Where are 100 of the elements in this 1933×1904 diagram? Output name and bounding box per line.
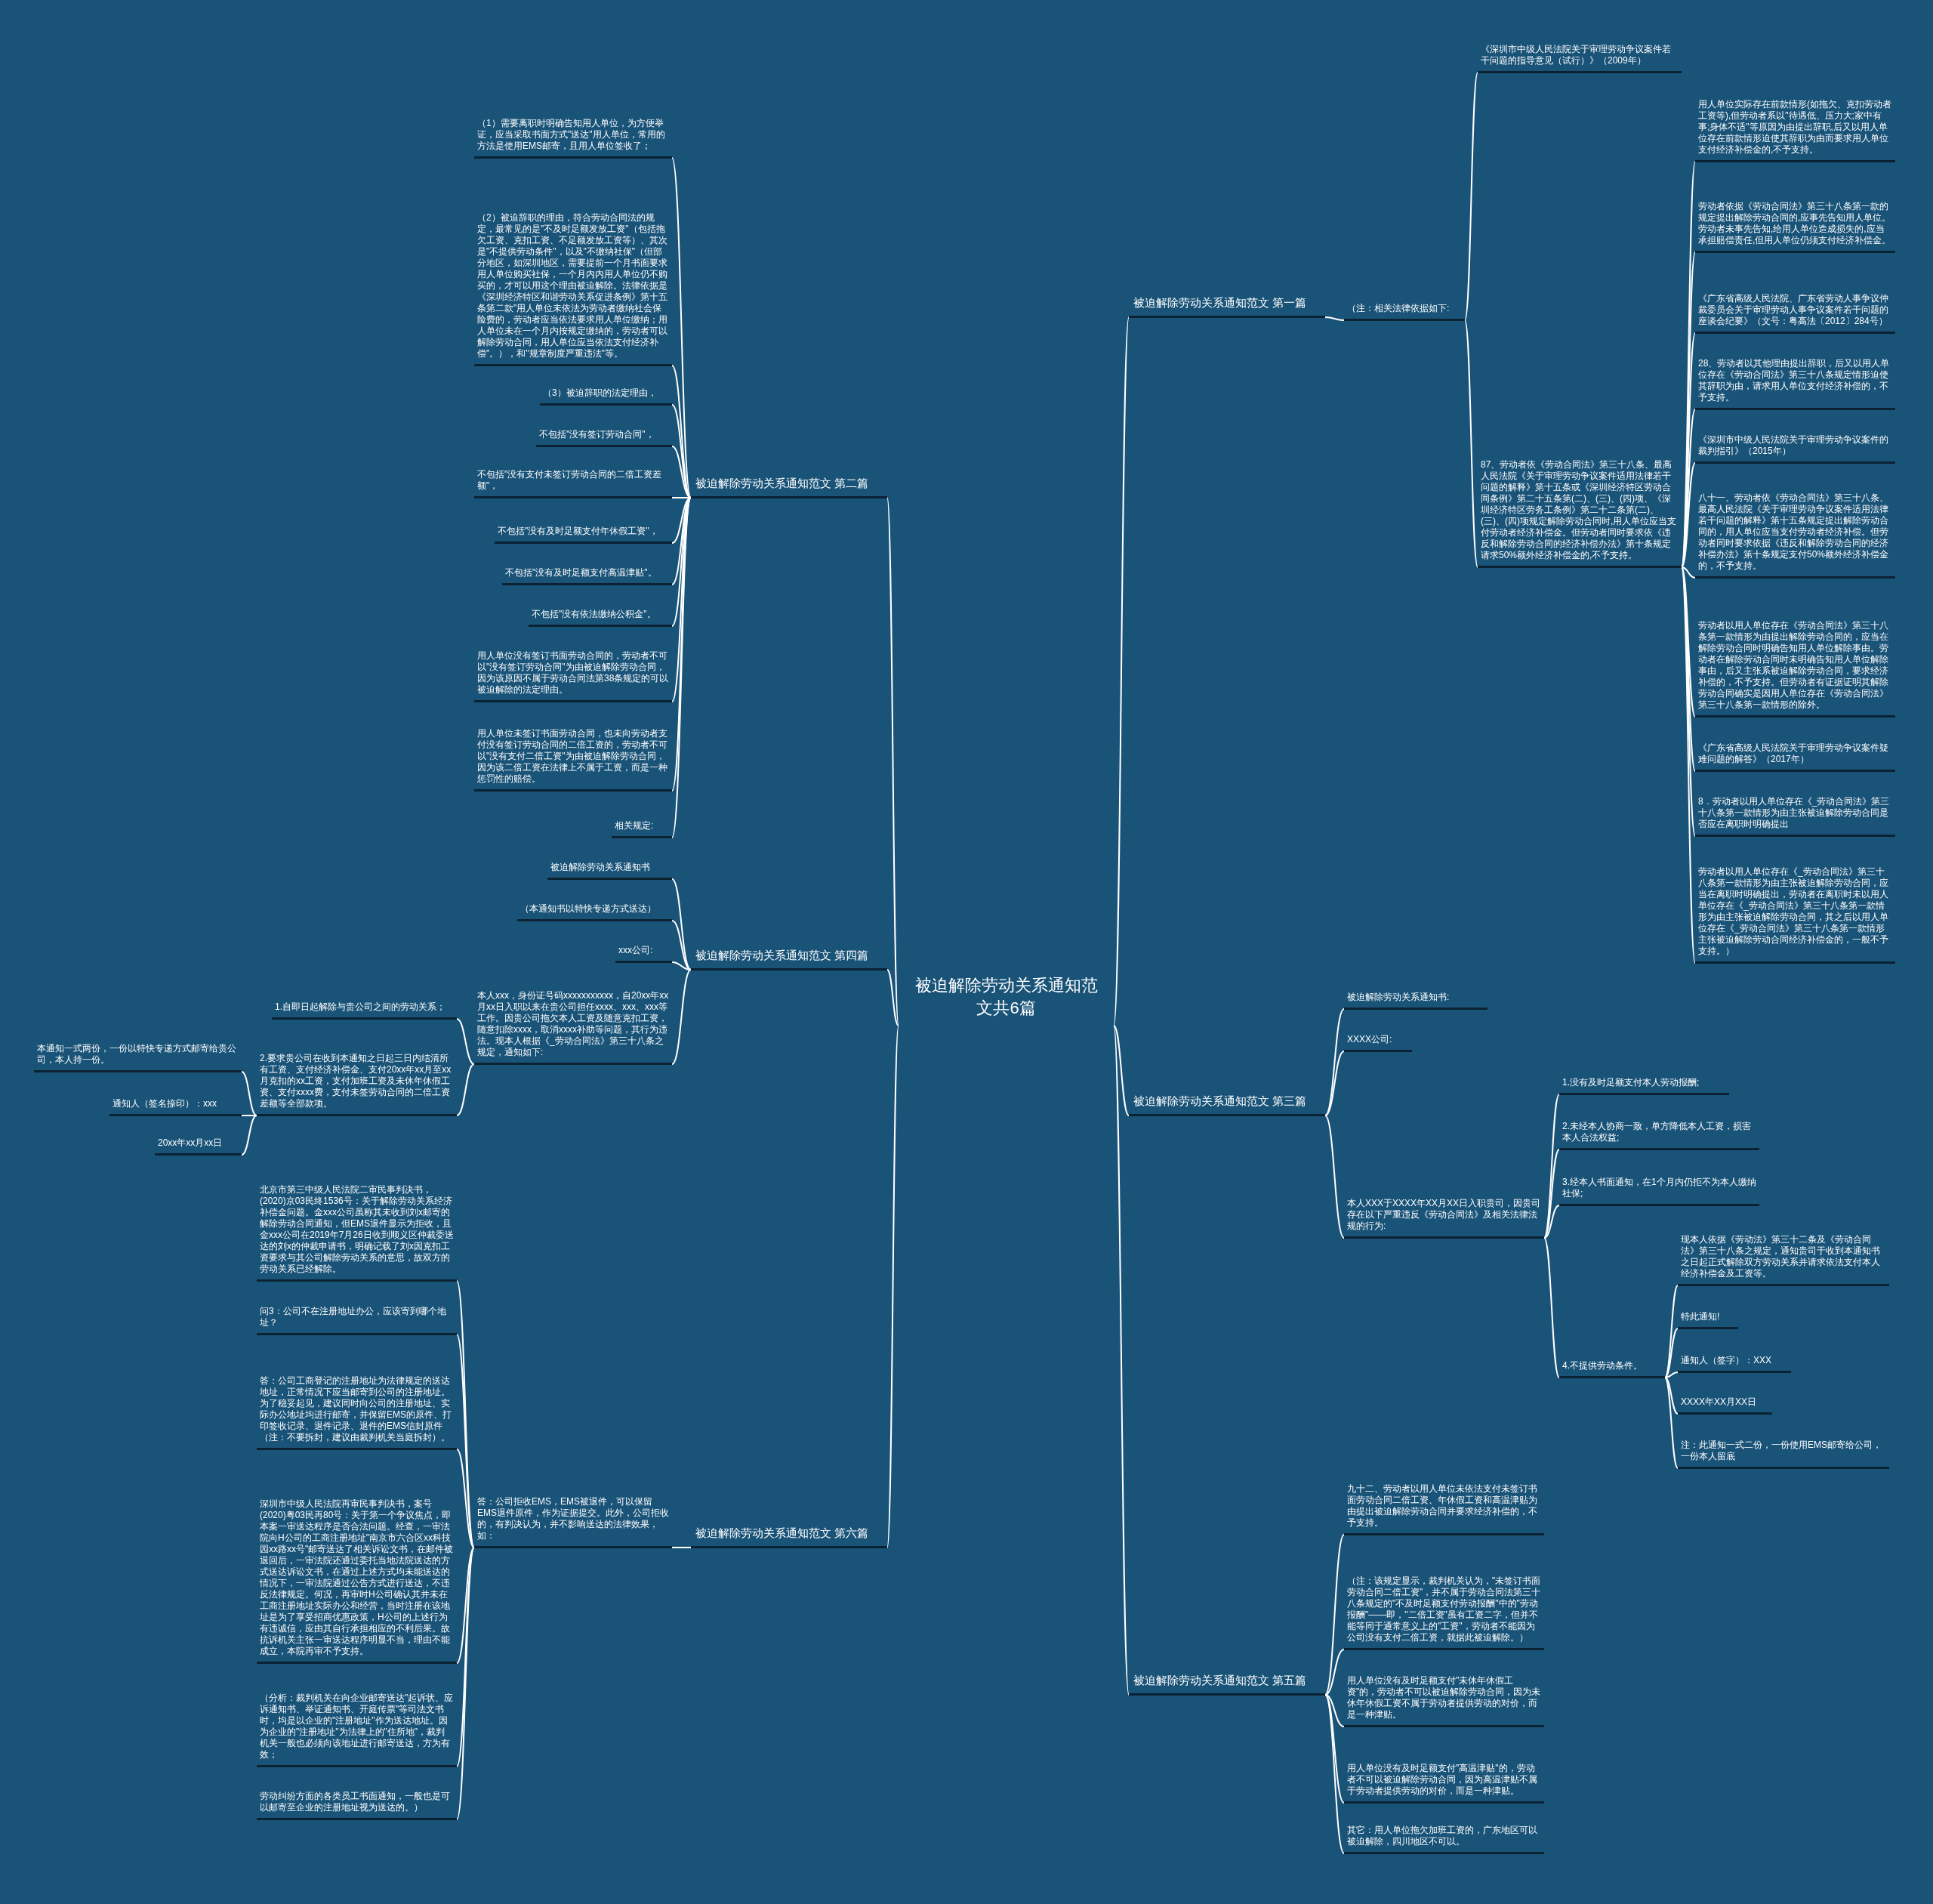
connector-line (241, 1071, 257, 1116)
note-text: 2.未经本人协商一致，单方降低本人工资，损害本人合法权益; (1559, 1119, 1759, 1150)
connector-line (456, 1547, 475, 1664)
note-text: 八十一、劳动者依《劳动合同法》第三十八条、最高人民法院《关于审理劳动争议案件适用法律若干问题的解释》第十五条规定提出解除劳动合同的，用人单位应当支付劳动者经济补偿。但劳动者同时要求依据《违反和解除劳动合同的经济补偿办法》第十条规定支付50%额外经济补偿金的，不予支持。 (1695, 490, 1895, 579)
branch-topic: 被迫解除劳动关系通知范文 第五篇 (1129, 1670, 1325, 1696)
note-text: 深圳市中级人民法院再审民事判决书，案号(2020)粤03民再80号：关于第一个争议焦点，即本案一审送达程序是否合法问题。经查，一审法院向H公司的工商注册地址"南京市六合区xx科技园xx路xx号"邮寄送达了相关诉讼文书，在邮件被退回后，一审法院还通过委托当地法院送达的方式送达诉讼文书，在通过上述方式均未能送达的情况下，一审法院通过公告方式进行送达，不违反法律规定。何况，再审时H公司确认其并未在工商注册地址实际办公和经营，当时注册在该地址是为了享受招商优惠政策，H公司的上述行为有违诚信，应由其自行承担相应的不利后果。故抗诉机关主张一审送达程序明显不当，理由不能成立，本院再审不予支持。 (257, 1496, 457, 1664)
connector-line (671, 1547, 692, 1548)
connector-line (241, 1115, 257, 1156)
note-text: xxx公司: (615, 943, 672, 963)
connector-line (1324, 1649, 1345, 1696)
connector-line (456, 1449, 475, 1548)
note-text: 《广东省高级人民法院关于审理劳动争议案件疑难问题的解答》（2017年） (1695, 740, 1895, 772)
note-text: 2.要求贵公司在收到本通知之日起三日内结清所有工资、支付经济补偿金、支付20xx年xx月至xx月克扣的xx工资，支付加班工资及未休年休假工资、支付xxxx费，支付未签劳动合同的二倍工资差额等全部款项。 (257, 1051, 457, 1116)
connector-line (1324, 1051, 1345, 1116)
note-text: 28、劳动者以其他理由提出辞职，后又以用人单位存在《劳动合同法》第三十八条规定情形迫使其辞职为由，请求用人单位支付经济补偿的，不予支持。 (1695, 356, 1895, 410)
connector-line (886, 1025, 899, 1548)
note-text: 《深圳市中级人民法院关于审理劳动争议案件若干问题的指导意见（试行）》（2009年） (1478, 42, 1682, 73)
note-text: 用人单位未签订书面劳动合同，也未向劳动者支付没有签订劳动合同的二倍工资的，劳动者不可以"没有支付二倍工资"为由被迫解除劳动合同，因为该二倍工资在法律上不属于工资，而是一种惩罚性的赔偿。 (474, 726, 672, 792)
note-text: 1.自即日起解除与贵公司之间的劳动关系； (272, 999, 457, 1020)
note-text: 用人单位没有签订书面劳动合同的，劳动者不可以"没有签订劳动合同"为由被迫解除劳动合同，因为该原因不属于劳动合同法第38条规定的可以被迫解除的法定理由。 (474, 648, 672, 702)
note-text: 不包括"没有及时足额支付年休假工资"， (495, 523, 672, 544)
note-text: 通知人（签名捺印）：xxx (109, 1096, 242, 1116)
connector-line (1681, 566, 1696, 579)
note-text: 3.经本人书面通知，在1个月内仍拒不为本人缴纳社保; (1559, 1174, 1759, 1206)
connector-line (456, 1334, 475, 1548)
connector-line (1681, 566, 1696, 964)
connector-line (671, 961, 692, 971)
connector-line (241, 1115, 257, 1116)
branch-topic: 被迫解除劳动关系通知范文 第一篇 (1129, 292, 1325, 318)
note-text: 4.不提供劳动条件。 (1559, 1358, 1665, 1378)
note-text: （注：该规定显示，裁判机关认为，"未签订书面劳动合同二倍工资"，并不属于劳动合同法第三十八条规定的"不及时足额支付劳动报酬"中的"劳动报酬"——即，"二倍工资"虽有工资二字，但并不能等同于通常意义上的"工资"，劳动者不能因为公司没有支付二倍工资，就据此被迫解除。） (1344, 1573, 1544, 1650)
note-text: 答：公司拒收EMS，EMS被退件，可以保留EMS退件原件，作为证据提交。此外，公司拒收的，有判决认为，并不影响送达的法律效果，如： (474, 1494, 672, 1548)
connector-line (671, 878, 692, 971)
note-text: 20xx年xx月xx日 (155, 1135, 242, 1156)
connector-line (671, 497, 692, 702)
note-text: 相关规定: (612, 818, 672, 838)
note-text: 九十二、劳动者以用人单位未依法支付未签订书面劳动合同二倍工资、年休假工资和高温津贴为由提出被迫解除劳动合同并要求经济补偿的，不予支持。 (1344, 1481, 1544, 1535)
connector-line (1464, 72, 1478, 321)
connector-line (1664, 1328, 1679, 1378)
note-text: 《广东省高级人民法院、广东省劳动人事争议仲裁委员会关于审理劳动人事争议案件若干问题的座谈会纪要》（文号：粤高法〔2012〕284号） (1695, 291, 1895, 334)
connector-line (456, 1547, 475, 1767)
note-text: 北京市第三中级人民法院二审民事判决书，(2020)京03民终1536号：关于解除劳动关系经济补偿金问题。金xxx公司虽称其未收到刘x邮寄的解除劳动合同通知，但EMS退件显示为拒收，且金xxx公司在2019年7月26日收到顺义区仲裁委送达的刘x的仲裁申请书，明确记载了刘x因克扣工资要求与其公司解除劳动关系的意思，故双方的劳动关系已经解除。 (257, 1182, 457, 1282)
connector-line (456, 1018, 475, 1065)
connector-line (1681, 409, 1696, 568)
connector-line (671, 920, 692, 971)
note-text: 问3：公司不在注册地址办公，应该寄到哪个地址？ (257, 1304, 457, 1335)
branch-topic: 被迫解除劳动关系通知范文 第六篇 (691, 1523, 887, 1548)
connector-line (1681, 462, 1696, 568)
connector-line (1543, 1205, 1560, 1239)
branch-topic: 被迫解除劳动关系通知范文 第三篇 (1129, 1091, 1325, 1116)
note-text: 1.没有及时足额支付本人劳动报酬; (1559, 1075, 1729, 1095)
note-text: 用人单位实际存在前款情形(如拖欠、克扣劳动者工资等),但劳动者系以"待遇低、压力大;家中有事;身体不适"等原因为由提出辞职,后又以用人单位存在前款情形迫使其辞职为由而要求用人单位支付经济补偿金的,不予支持。 (1695, 97, 1895, 162)
branch-topic: 被迫解除劳动关系通知范文 第二篇 (691, 473, 887, 498)
note-text: 劳动者依据《劳动合同法》第三十八条第一款的规定提出解除劳动合同的,应事先告知用人单位。劳动者未事先告知,给用人单位造成损失的,应当承担赔偿责任,但用人单位仍须支付经济补偿金。 (1695, 199, 1895, 253)
note-text: 注：此通知一式二份，一份使用EMS邮寄给公司，一份本人留底 (1678, 1437, 1889, 1469)
note-text: XXXX年XX月XX日 (1678, 1394, 1772, 1415)
connector-line (886, 497, 899, 1026)
connector-line (1324, 1694, 1345, 1854)
connector-line (671, 157, 692, 498)
note-text: 本人XXX于XXXX年XX月XX日入职贵司，因贵司存在以下严重违反《劳动合同法》及相关法律法规的行为: (1344, 1196, 1544, 1239)
connector-line (1681, 566, 1696, 837)
connector-line (1113, 316, 1130, 1026)
connector-line (1324, 316, 1345, 321)
note-text: 8．劳动者以用人单位存在《_劳动合同法》第三十八条第一款情形为由主张被迫解除劳动合同是否应在离职时明确提出 (1695, 794, 1895, 837)
connector-line (1664, 1377, 1679, 1469)
note-text: 不包括"没有依法缴纳公积金"。 (529, 606, 672, 627)
note-text: （2）被迫辞职的理由，符合劳动合同法的规定，最常见的是"不及时足额发放工资"（包括拖欠工资、克扣工资、不足额发放工资等）、其次是"不提供劳动条件"，以及"不缴纳社保"（但部分地区，如深圳地区，需要提前一个月书面要求用人单位购买社保，一个月内内用人单位仍不购买的，才可以用这个理由被迫解除。法律依据是《深圳经济特区和谐劳动关系促进条例》第十五条第二款"用人单位未依法为劳动者缴纳社会保险费的，劳动者应当依法要求用人单位缴纳；用人单位未在一个月内按规定缴纳的，劳动者可以解除劳动合同，用人单位应当依法支付经济补偿"。），和"规章制度严重违法"等。 (474, 210, 672, 366)
note-text: 不包括"没有签订劳动合同"， (536, 427, 672, 447)
note-text: 特此通知! (1678, 1309, 1738, 1329)
note-text: （本通知书以特快专递方式送达） (517, 901, 672, 921)
note-text: （3）被迫辞职的法定理由， (540, 385, 672, 406)
note-text: 用人单位没有及时足额支付"高温津贴"的，劳动者不可以被迫解除劳动合同，因为高温津贴不属于劳动者提供劳动的对价，而是一种津贴。 (1344, 1761, 1544, 1804)
note-text: 本通知一式两份，一份以特快专递方式邮寄给贵公司，本人持一份。 (34, 1041, 242, 1072)
connector-line (671, 969, 692, 1065)
connector-line (1543, 1237, 1560, 1378)
note-text: 其它：用人单位拖欠加班工资的，广东地区可以被迫解除，四川地区不可以。 (1344, 1822, 1544, 1854)
note-text: 用人单位没有及时足额支付"未休年休假工资"的，劳动者不可以被迫解除劳动合同，因为未休年休假工资不属于劳动者提供劳动的对价，而是一种津贴。 (1344, 1673, 1544, 1727)
connector-line (1664, 1372, 1679, 1378)
connector-line (1664, 1377, 1679, 1415)
central-topic: 被迫解除劳动关系通知范文共6篇 (899, 971, 1114, 1026)
note-text: 被迫解除劳动关系通知书 (547, 859, 672, 880)
connector-line (1324, 1115, 1345, 1239)
connector-line (1543, 1149, 1560, 1239)
note-text: 劳动者以用人单位存在《_劳动合同法》第三十八条第一款情形为由主张被迫解除劳动合同，应当在离职时明确提出，劳动者在离职时未以用人单位存在《_劳动合同法》第三十八条第一款情形为由主张被迫解除劳动合同，其之后以用人单位存在《_劳动合同法》第三十八条第一款情形主张被迫解除劳动合同经济补偿金的，一般不予支持。） (1695, 864, 1895, 964)
connector-line (1324, 1534, 1345, 1696)
note-text: 现本人依据《劳动法》第三十二条及《劳动合同法》第三十八条之规定，通知贵司于收到本通知书之日起正式解除双方劳动关系并请求依法支付本人经济补偿金及工资等。 (1678, 1232, 1889, 1286)
note-text: 答：公司工商登记的注册地址为法律规定的送达地址，正常情况下应当邮寄到公司的注册地址。为了稳妥起见，建议同时向公司的注册地址、实际办公地址均进行邮寄，并保留EMS的原件、打印签收记录、退件记录、退件的EMS信封原件（注：不要拆封，建议由裁判机关当庭拆封）。 (257, 1373, 457, 1450)
note-text: 劳动者以用人单位存在《劳动合同法》第三十八条第一款情形为由提出解除劳动合同的，应当在解除劳动合同时明确告知用人单位解除事由。劳动者在解除劳动合同时未明确告知用人单位解除事由，后又主张系被迫解除劳动合同，要求经济补偿的，不予支持。但劳动者有证据证明其解除劳动合同确实是因用人单位存在《劳动合同法》第三十八条第一款情形的除外。 (1695, 618, 1895, 717)
note-text: 被迫解除劳动关系通知书: (1344, 989, 1488, 1010)
note-text: （分析：裁判机关在向企业邮寄送达"起诉状、应诉通知书、举证通知书、开庭传票"等司法文书时，均是以企业的"注册地址"作为送达地址。因为企业的"注册地址"为法律上的"住所地"，裁判机关一般也必须向该地址进行邮寄送达，方为有效； (257, 1690, 457, 1767)
connector-line (1113, 1025, 1130, 1116)
connector-line (1681, 566, 1696, 717)
note-text: XXXX公司: (1344, 1032, 1412, 1052)
note-text: 87、劳动者依《劳动合同法》第三十八条、最高人民法院《关于审理劳动争议案件适用法律若干问题的解释》第十五条或《深圳经济特区劳动合同条例》第二十五条第(二)、(三)、(四)项、《深圳经济特区劳务工条例》第二十二条第(二)、(三)、(四)项规定解除劳动合同时,用人单位应当支付劳动者经济补偿金。但劳动者同时要求依《违反和解除劳动合同的经济补偿办法》第十条规定请求50%额外经济补偿金的,不予支持。 (1478, 457, 1682, 568)
note-text: 本人xxx，身份证号码xxxxxxxxxxx，自20xx年xx月xx日入职以来在贵公司担任xxxx、xxx、xxx等工作。因贵公司拖欠本人工资及随意克扣工资，随意扣除xxxx，取消xxxx补助等问题，其行为违法。现本人根据《_劳动合同法》第三十八条之规定，通知如下: (474, 988, 672, 1065)
connector-line (1113, 1025, 1130, 1696)
note-text: 不包括"没有及时足额支付高温津贴"。 (502, 565, 672, 585)
connector-line (1681, 161, 1696, 568)
note-text: （注：相关法律依据如下: (1344, 301, 1465, 321)
note-text: （1）需要离职时明确告知用人单位，为方便举证，应当采取书面方式"送达"用人单位，常用的方法是使用EMS邮寄，且用人单位签收了； (474, 116, 672, 159)
